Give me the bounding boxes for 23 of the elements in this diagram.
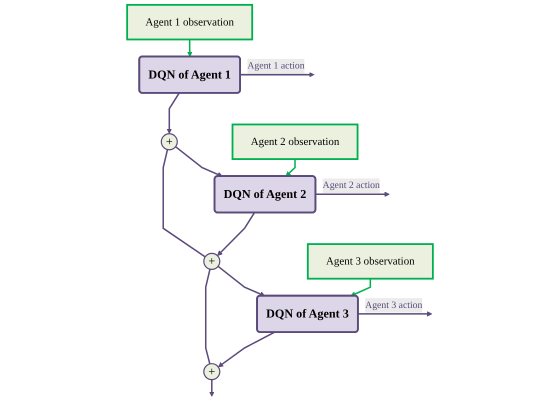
node-box: Agent 3 observation (306, 243, 434, 280)
edge-label: Agent 1 action (247, 60, 305, 72)
node-circle: + (203, 252, 220, 270)
arrow (350, 278, 372, 296)
connector (162, 149, 206, 258)
arrow (209, 380, 214, 397)
arrow (166, 92, 180, 134)
edge-label: Agent 3 action (365, 300, 422, 310)
node-box: Agent 2 observation (232, 124, 358, 160)
arrow (218, 266, 266, 297)
arrow (240, 72, 315, 78)
arrow (187, 39, 192, 57)
node-circle: + (160, 133, 178, 150)
arrow (175, 146, 223, 177)
node-box: Agent 1 observation (126, 4, 254, 40)
arrow (218, 332, 274, 368)
arrow (315, 192, 390, 197)
arrow (217, 212, 255, 256)
edge-label: Agent 2 action (322, 180, 380, 191)
node-circle: + (203, 363, 220, 380)
arrow (358, 311, 432, 317)
connector (204, 268, 211, 364)
arrow (286, 159, 296, 177)
